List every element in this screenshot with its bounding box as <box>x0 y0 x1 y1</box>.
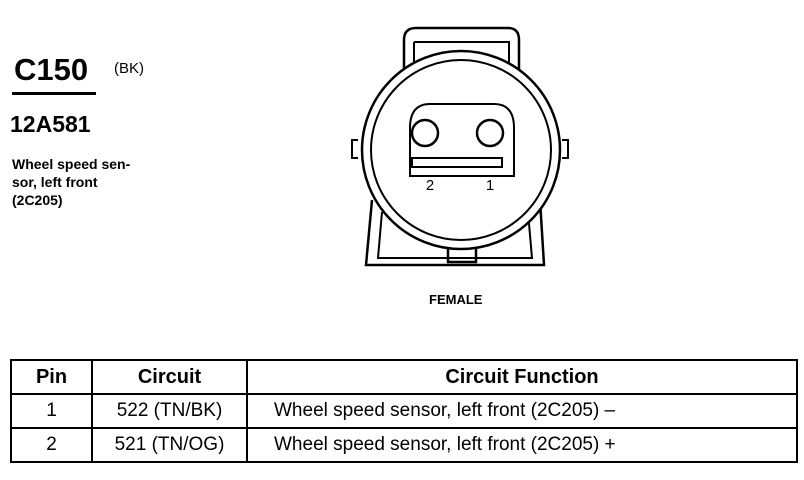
connector-housing-bottom <box>364 199 546 267</box>
connector-face-diagram: 2 1 <box>351 26 569 267</box>
pin-1-hole-icon <box>475 118 505 148</box>
table-row: 2 521 (TN/OG) Wheel speed sensor, left f… <box>10 427 798 463</box>
connector-inner-ring <box>370 59 552 241</box>
view-label: FEMALE <box>429 292 483 307</box>
table-header-row: Pin Circuit Circuit Function <box>10 359 798 395</box>
part-number: 12A581 <box>10 111 91 137</box>
terminal-cavity <box>409 103 515 177</box>
connector-id: C150 <box>14 52 89 87</box>
pin-2-hole-icon <box>410 118 440 148</box>
description-line: (2C205) <box>12 192 63 208</box>
key-bar <box>411 157 503 168</box>
column-header-function: Circuit Function <box>246 359 798 395</box>
description-line: Wheel speed sen- <box>12 156 131 172</box>
function-cell: Wheel speed sensor, left front (2C205) + <box>246 427 798 463</box>
connector-description: Wheel speed sen- sor, left front (2C205) <box>12 155 130 209</box>
circuit-cell: 521 (TN/OG) <box>91 427 248 463</box>
connector-key-tab <box>402 26 521 70</box>
pin-cell: 1 <box>10 393 93 429</box>
description-line: sor, left front <box>12 174 98 190</box>
function-cell: Wheel speed sensor, left front (2C205) – <box>246 393 798 429</box>
latch-tab-icon <box>446 243 478 264</box>
header-rule <box>12 92 96 95</box>
pin-cell: 2 <box>10 427 93 463</box>
pinout-table: Pin Circuit Circuit Function 1 522 (TN/B… <box>10 359 798 463</box>
column-header-pin: Pin <box>10 359 93 395</box>
table-row: 1 522 (TN/BK) Wheel speed sensor, left f… <box>10 393 798 429</box>
connector-housing-inner <box>376 211 534 259</box>
pin-label-1: 1 <box>486 177 494 194</box>
pin-label-2: 2 <box>426 177 434 194</box>
circuit-cell: 522 (TN/BK) <box>91 393 248 429</box>
connector-color: (BK) <box>114 60 144 77</box>
column-header-circuit: Circuit <box>91 359 248 395</box>
